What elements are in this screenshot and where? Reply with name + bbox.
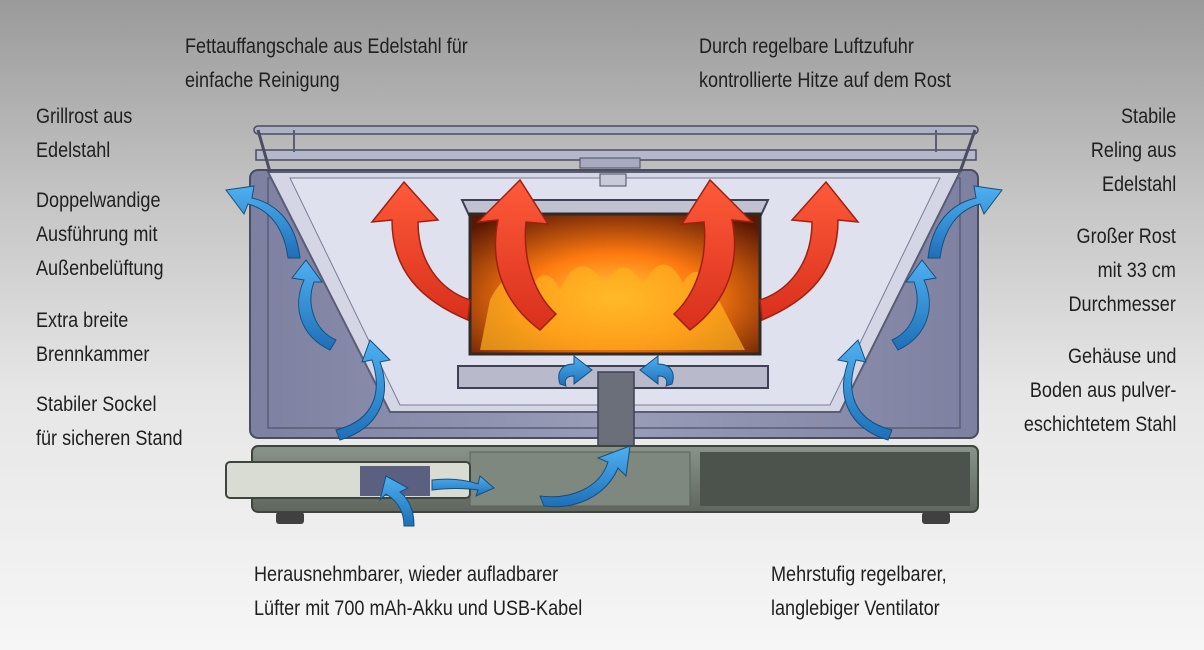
label-railing-line: Reling aus [1090,139,1176,162]
label-fan-line: Herausnehmbarer, wieder aufladbarer [254,563,559,586]
cool-air-arrows [225,185,1003,527]
label-double-wall-line: Außenbelüftung [36,257,164,280]
label-air-supply-line: kontrollierte Hitze auf dem Rost [699,69,951,92]
label-fan-line: Lüfter mit 700 mAh-Akku und USB-Kabel [254,597,583,620]
label-housing: Gehäuse und Boden aus pulver- eschichtet… [1023,340,1176,442]
label-ventilator-line: langlebiger Ventilator [771,597,940,620]
label-stable-base-line: Stabiler Sockel [36,393,157,416]
label-grill-grate-line: Edelstahl [36,139,111,162]
label-air-supply: Durch regelbare Luftzufuhr kontrollierte… [699,30,951,98]
label-wide-chamber: Extra breite Brennkammer [36,304,149,372]
label-wide-chamber-line: Extra breite [36,309,129,332]
label-large-grate-line: Durchmesser [1068,293,1176,316]
label-large-grate-line: Großer Rost [1076,225,1176,248]
hot-air-arrows [370,178,860,331]
label-stable-base: Stabiler Sockel für sicheren Stand [36,388,183,456]
label-large-grate-line: mit 33 cm [1097,259,1176,282]
label-railing: Stabile Reling aus Edelstahl [1091,100,1176,202]
label-double-wall-line: Doppelwandige [36,189,161,212]
label-stable-base-line: für sicheren Stand [36,427,183,450]
label-air-supply-line: Durch regelbare Luftzufuhr [699,35,914,58]
label-grease-tray: Fettauffangschale aus Edelstahl für einf… [185,30,468,98]
label-housing-line: Gehäuse und [1067,345,1176,368]
label-ventilator-line: Mehrstufig regelbarer, [771,563,947,586]
label-housing-line: eschichtetem Stahl [1023,413,1176,436]
label-fan: Herausnehmbarer, wieder aufladbarer Lüft… [254,558,582,626]
label-housing-line: Boden aus pulver- [1029,379,1176,402]
label-railing-line: Stabile [1120,105,1176,128]
label-grease-tray-line: Fettauffangschale aus Edelstahl für [185,35,468,58]
label-grill-grate: Grillrost aus Edelstahl [36,100,132,168]
label-large-grate: Großer Rost mit 33 cm Durchmesser [1069,220,1176,322]
label-double-wall-line: Ausführung mit [36,223,158,246]
label-ventilator: Mehrstufig regelbarer, langlebiger Venti… [771,558,947,626]
label-grease-tray-line: einfache Reinigung [185,69,340,92]
label-double-wall: Doppelwandige Ausführung mit Außenbelüft… [36,184,164,286]
grill-grate [253,125,979,187]
label-railing-line: Edelstahl [1101,173,1176,196]
label-grill-grate-line: Grillrost aus [36,105,133,128]
label-wide-chamber-line: Brennkammer [36,343,150,366]
